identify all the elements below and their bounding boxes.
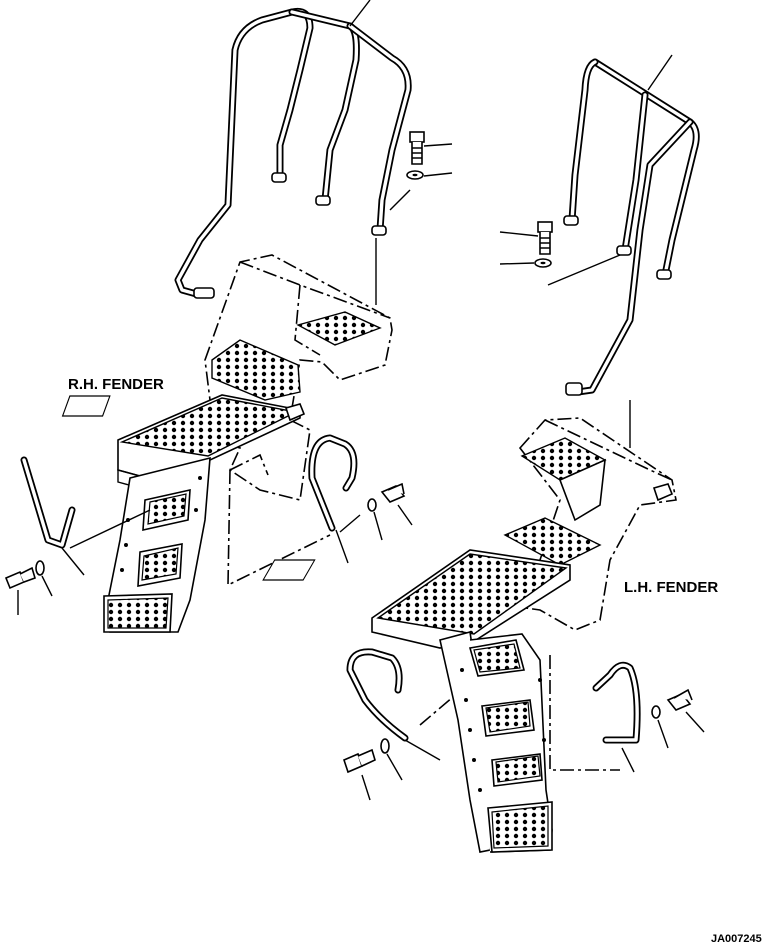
rh-upper-washer [389, 170, 453, 211]
rh-fender-step [61, 254, 393, 587]
rh-upper-bolt [409, 131, 453, 165]
rh-grab-handle [308, 434, 361, 564]
rh-fender-label: R.H. FENDER [68, 376, 164, 393]
lh-fender-label: L.H. FENDER [624, 579, 718, 596]
rh-handle-bolt [380, 482, 413, 526]
lh-handle-washer [651, 705, 669, 749]
rh-lower-washer [35, 560, 53, 597]
rh-grab-bar [20, 456, 151, 576]
lh-step-ladder [439, 630, 553, 853]
drawing-code: JA007245 [711, 933, 762, 945]
lh-grab-handle-left [346, 648, 441, 761]
rh-lower-bolt [4, 566, 36, 615]
rh-step-ladder [103, 456, 211, 633]
rh-handle-washer [367, 498, 383, 541]
rh-handrail [174, 0, 412, 299]
lh-assembly: L.H. FENDER [262, 54, 718, 853]
lh-grab-handle-right [592, 661, 641, 773]
lh-handrail [563, 54, 700, 448]
lh-upper-bolt [499, 221, 553, 255]
rh-assembly: R.H. FENDER [4, 0, 453, 633]
lh-upper-washer [499, 254, 621, 286]
lh-handle-bolt [666, 688, 705, 733]
lh-lower-washer [380, 738, 403, 781]
lh-lower-bolt [343, 748, 376, 801]
lh-fender-step [262, 417, 677, 771]
